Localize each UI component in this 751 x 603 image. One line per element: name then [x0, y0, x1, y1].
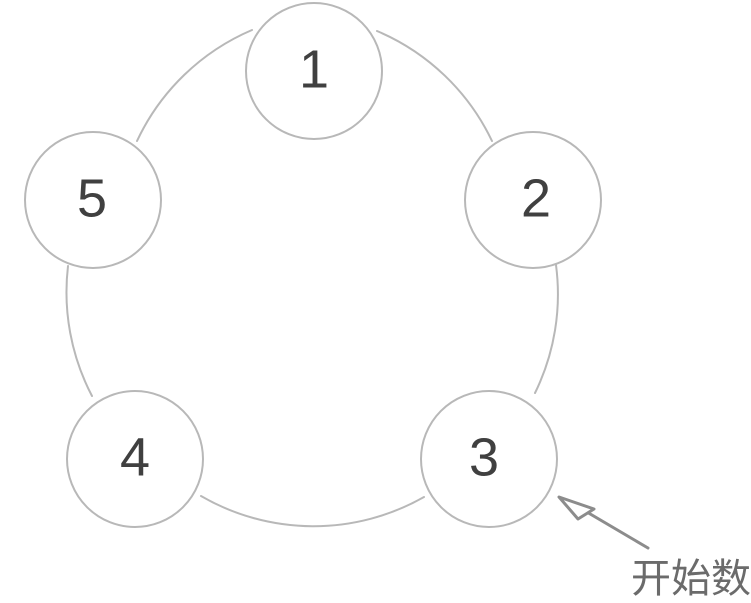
- edge-3-to-4: [200, 495, 425, 528]
- node-2-circle[interactable]: [464, 131, 602, 269]
- arrow-shaft: [578, 506, 650, 550]
- node-3-label: 3: [469, 427, 499, 487]
- node-3-circle[interactable]: [420, 390, 558, 528]
- node-1-label: 1: [299, 39, 329, 99]
- start-pointer-arrow: [557, 495, 650, 550]
- node-5-circle[interactable]: [24, 131, 162, 269]
- edge-4-to-5: [65, 265, 93, 397]
- edge-group: [65, 29, 559, 528]
- node-1[interactable]: 1: [245, 2, 383, 140]
- node-4-circle[interactable]: [66, 390, 204, 528]
- node-1-circle[interactable]: [245, 2, 383, 140]
- edge-2-to-3: [534, 264, 559, 394]
- start-annotation-label: 开始数: [631, 556, 751, 602]
- node-5[interactable]: 5: [24, 131, 162, 269]
- node-5-label: 5: [77, 168, 107, 228]
- node-2-label: 2: [521, 168, 551, 228]
- edge-5-to-1: [136, 29, 253, 142]
- node-4-label: 4: [120, 427, 150, 487]
- edge-1-to-2: [376, 30, 493, 142]
- node-4[interactable]: 4: [66, 390, 204, 528]
- arrow-head-icon: [557, 495, 596, 521]
- node-2[interactable]: 2: [464, 131, 602, 269]
- node-3[interactable]: 3: [420, 390, 558, 528]
